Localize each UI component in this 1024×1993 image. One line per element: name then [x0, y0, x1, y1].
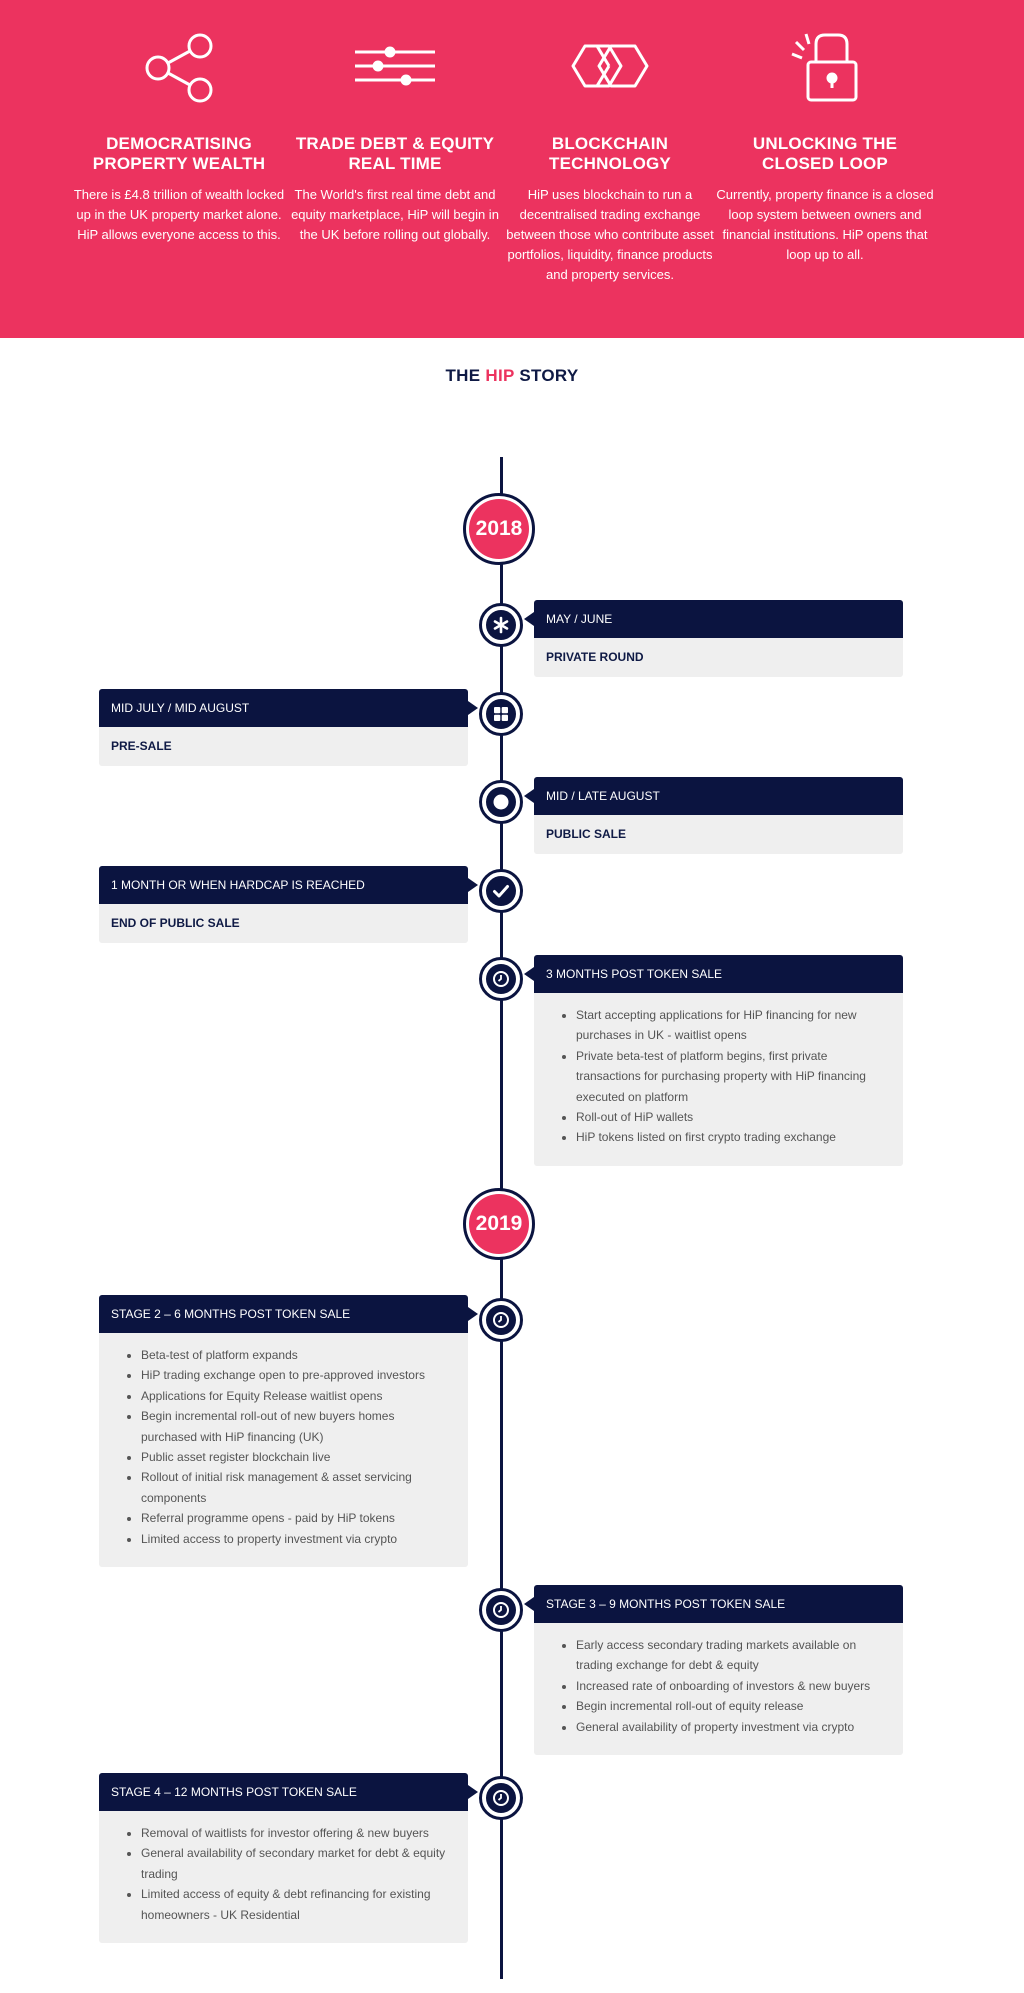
story-title-suffix: STORY: [514, 366, 579, 385]
timeline-node: [479, 692, 523, 736]
timeline-node: [479, 603, 523, 647]
year-marker-2019: 2019: [463, 1188, 535, 1260]
card-label: PRIVATE ROUND: [546, 650, 644, 664]
card-label: END OF PUBLIC SALE: [111, 916, 240, 930]
list-item: Increased rate of onboarding of investor…: [576, 1676, 883, 1696]
clock-icon: [486, 1305, 516, 1335]
milestone-list: Early access secondary trading markets a…: [534, 1623, 903, 1755]
timeline-node: [479, 780, 523, 824]
circle-icon: [486, 787, 516, 817]
list-item: Rollout of initial risk management & ass…: [141, 1467, 448, 1508]
timeline-card-pre-sale: MID JULY / MID AUGUST PRE-SALE: [99, 689, 478, 766]
timeline-node: [479, 1298, 523, 1342]
list-item: Limited access of equity & debt refinanc…: [141, 1884, 448, 1925]
milestone-list: Start accepting applications for HiP fin…: [534, 993, 903, 1166]
feature-description: The World's first real time debt and equ…: [291, 187, 499, 242]
milestone-list: Removal of waitlists for investor offeri…: [99, 1811, 468, 1943]
feature-description: There is £4.8 trillion of wealth locked …: [73, 187, 285, 242]
feature-description: Currently, property finance is a closed …: [716, 187, 934, 262]
timeline-card-3-months: 3 MONTHS POST TOKEN SALE Start accepting…: [524, 955, 903, 1166]
timeline-card-stage-3: STAGE 3 – 9 MONTHS POST TOKEN SALE Early…: [524, 1585, 903, 1756]
list-item: Roll-out of HiP wallets: [576, 1107, 883, 1127]
card-heading: 3 MONTHS POST TOKEN SALE: [524, 955, 903, 993]
list-item: HiP tokens listed on first crypto tradin…: [576, 1127, 883, 1147]
year-label: 2018: [469, 499, 529, 559]
timeline-node: [479, 869, 523, 913]
timeline-node: [479, 1588, 523, 1632]
timeline-card-private-round: MAY / JUNE PRIVATE ROUND: [524, 600, 903, 677]
list-item: HiP trading exchange open to pre-approve…: [141, 1365, 448, 1385]
list-item: Begin incremental roll-out of new buyers…: [141, 1406, 448, 1447]
story-heading: THE HIP STORY: [0, 366, 1024, 386]
timeline-node: [479, 957, 523, 1001]
card-heading: STAGE 3 – 9 MONTHS POST TOKEN SALE: [524, 1585, 903, 1623]
blockchain-cubes-icon: [565, 30, 655, 110]
card-heading: 1 MONTH OR WHEN HARDCAP IS REACHED: [99, 866, 478, 904]
list-item: Start accepting applications for HiP fin…: [576, 1005, 883, 1046]
year-marker-2018: 2018: [463, 493, 535, 565]
card-label: PUBLIC SALE: [546, 827, 627, 841]
clock-icon: [486, 964, 516, 994]
features-banner: DEMOCRATISING PROPERTY WEALTH There is £…: [0, 0, 1024, 338]
feature-title: UNLOCKING THE CLOSED LOOP: [752, 134, 898, 173]
feature-title: DEMOCRATISING PROPERTY WEALTH: [92, 134, 266, 173]
list-item: Applications for Equity Release waitlist…: [141, 1386, 448, 1406]
check-icon: [486, 876, 516, 906]
list-item: Beta-test of platform expands: [141, 1345, 448, 1365]
feature-title: BLOCKCHAIN TECHNOLOGY: [549, 134, 671, 173]
grid-icon: [486, 699, 516, 729]
unlocked-padlock-icon: [780, 30, 870, 110]
year-label: 2019: [469, 1194, 529, 1254]
clock-icon: [486, 1595, 516, 1625]
list-item: Public asset register blockchain live: [141, 1447, 448, 1467]
card-heading: MAY / JUNE: [524, 600, 903, 638]
list-item: Referral programme opens - paid by HiP t…: [141, 1508, 448, 1528]
timeline-node: [479, 1776, 523, 1820]
list-item: Private beta-test of platform begins, fi…: [576, 1046, 883, 1107]
story-title-accent: HIP: [485, 366, 515, 385]
feature-title: TRADE DEBT & EQUITY REAL TIME: [295, 134, 495, 173]
list-item: Begin incremental roll-out of equity rel…: [576, 1696, 883, 1716]
list-item: General availability of secondary market…: [141, 1843, 448, 1884]
timeline-card-public-sale: MID / LATE AUGUST PUBLIC SALE: [524, 777, 903, 854]
list-item: Removal of waitlists for investor offeri…: [141, 1823, 448, 1843]
feature-description: HiP uses blockchain to run a decentralis…: [506, 187, 714, 282]
share-icon: [134, 30, 224, 110]
sliders-icon: [350, 30, 440, 110]
list-item: General availability of property investm…: [576, 1717, 883, 1737]
timeline-card-end-of-public-sale: 1 MONTH OR WHEN HARDCAP IS REACHED END O…: [99, 866, 478, 943]
card-heading: STAGE 2 – 6 MONTHS POST TOKEN SALE: [99, 1295, 478, 1333]
list-item: Limited access to property investment vi…: [141, 1529, 448, 1549]
card-heading: STAGE 4 – 12 MONTHS POST TOKEN SALE: [99, 1773, 478, 1811]
timeline-card-stage-2: STAGE 2 – 6 MONTHS POST TOKEN SALE Beta-…: [99, 1295, 478, 1568]
card-heading: MID / LATE AUGUST: [524, 777, 903, 815]
milestone-list: Beta-test of platform expands HiP tradin…: [99, 1333, 468, 1567]
clock-icon: [486, 1783, 516, 1813]
timeline-card-stage-4: STAGE 4 – 12 MONTHS POST TOKEN SALE Remo…: [99, 1773, 478, 1944]
story-title-prefix: THE: [445, 366, 486, 385]
list-item: Early access secondary trading markets a…: [576, 1635, 883, 1676]
asterisk-icon: [486, 610, 516, 640]
card-heading: MID JULY / MID AUGUST: [99, 689, 478, 727]
card-label: PRE-SALE: [111, 739, 172, 753]
